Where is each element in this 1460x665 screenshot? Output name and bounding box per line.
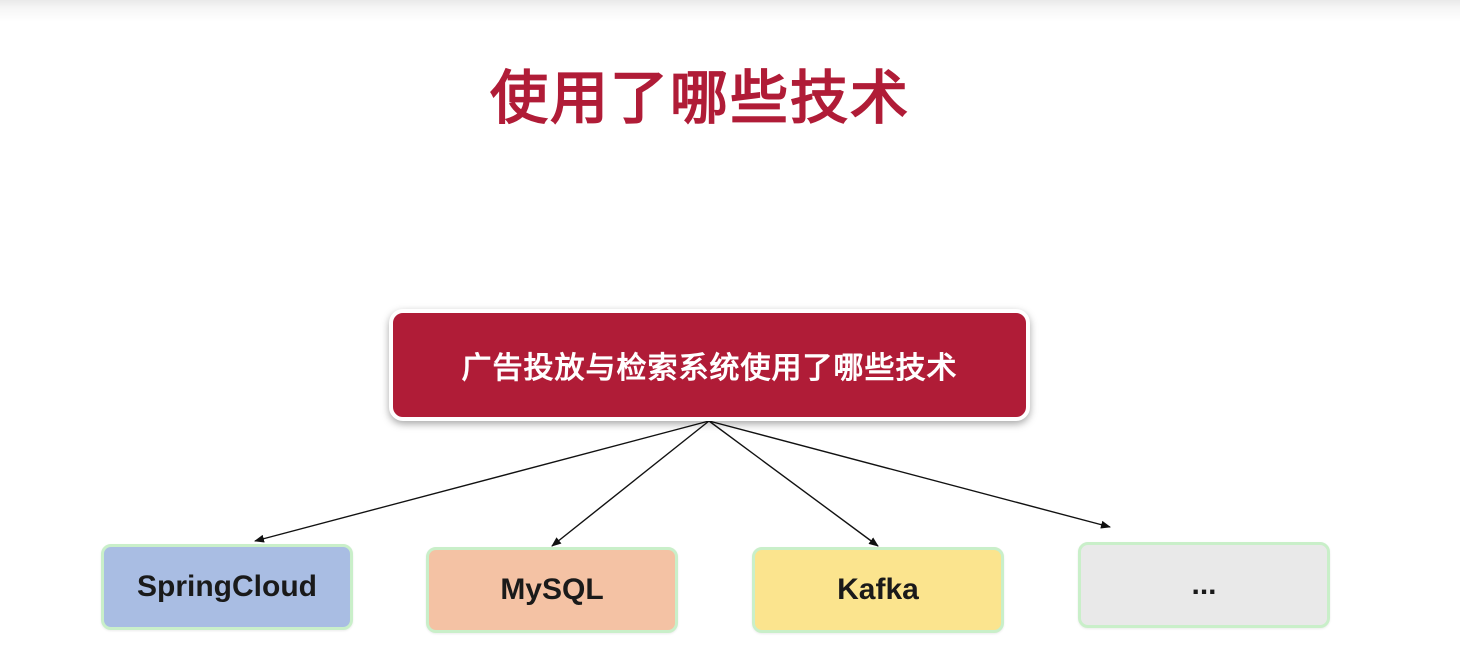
arrow-to-more	[708, 420, 1111, 529]
child-node-label: SpringCloud	[137, 570, 317, 603]
child-node-more: ...	[1078, 542, 1330, 628]
arrow-to-springcloud	[254, 420, 710, 543]
child-node-label: ...	[1191, 568, 1217, 601]
root-node: 广告投放与检索系统使用了哪些技术	[389, 309, 1030, 421]
root-node-label: 广告投放与检索系统使用了哪些技术	[461, 351, 958, 386]
child-node-mysql: MySQL	[426, 547, 678, 633]
arrow-to-kafka	[708, 420, 879, 547]
slide-title: 使用了哪些技术	[489, 64, 910, 132]
child-node-springcloud: SpringCloud	[101, 544, 353, 630]
child-node-label: Kafka	[837, 573, 919, 606]
arrow-to-mysql	[551, 420, 710, 547]
child-node-kafka: Kafka	[752, 547, 1004, 633]
child-node-label: MySQL	[500, 573, 604, 606]
